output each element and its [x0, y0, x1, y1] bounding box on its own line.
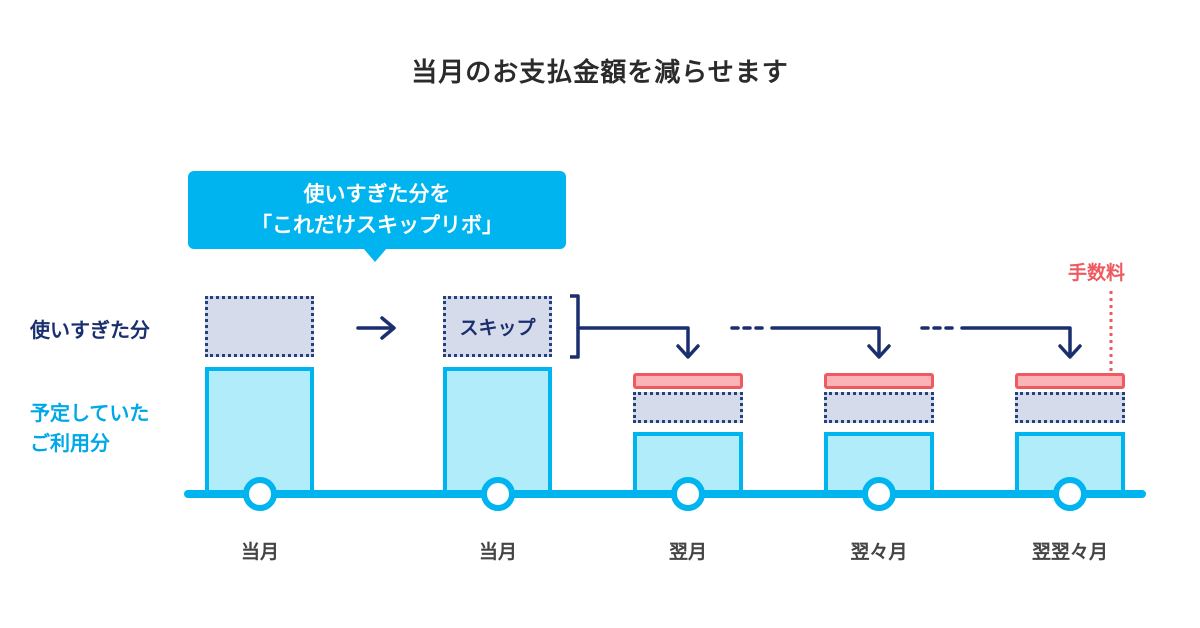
down-arrow-icon-1 [576, 326, 700, 359]
callout-line-2: 「これだけスキップリボ」 [251, 213, 503, 237]
skip-block: スキップ [443, 296, 552, 357]
fee-block-2 [824, 373, 934, 389]
overspend-block-1 [205, 296, 314, 357]
callout-line-1: 使いすぎた分を [303, 182, 451, 206]
fee-block-1 [633, 373, 743, 389]
row-label-planned-line-1: 予定していた [30, 401, 150, 425]
row-label-planned: 予定していた ご利用分 [30, 398, 149, 458]
timeline-dot-3 [671, 477, 705, 511]
fee-label: 手数料 [1068, 262, 1126, 284]
timeline-dot-4 [862, 477, 896, 511]
month-label-1: 当月 [240, 541, 279, 563]
page-title: 当月のお支払金額を減らせます [411, 58, 789, 88]
month-label-2: 当月 [478, 541, 517, 563]
fee-block-3 [1015, 373, 1125, 389]
right-arrow-icon [356, 316, 396, 340]
month-label-4: 翌々月 [850, 541, 908, 563]
callout-tail [363, 248, 387, 262]
row-label-planned-line-2: ご利用分 [30, 431, 110, 455]
down-arrow-icon-3 [920, 326, 1082, 359]
bracket-icon [570, 294, 580, 359]
timeline-dot-5 [1053, 477, 1087, 511]
month-label-3: 翌月 [668, 541, 707, 563]
timeline-dot-1 [243, 477, 277, 511]
down-arrow-icon-2 [730, 326, 891, 359]
installment-block-1 [633, 392, 743, 423]
month-label-5: 翌翌々月 [1031, 541, 1108, 563]
installment-block-3 [1015, 392, 1125, 423]
callout-bubble: 使いすぎた分を 「これだけスキップリボ」 [188, 171, 566, 249]
installment-block-2 [824, 392, 934, 423]
timeline-dot-2 [481, 477, 515, 511]
row-label-overspend: 使いすぎた分 [30, 318, 150, 342]
timeline-line [184, 490, 1146, 498]
planned-block-1 [205, 367, 314, 495]
